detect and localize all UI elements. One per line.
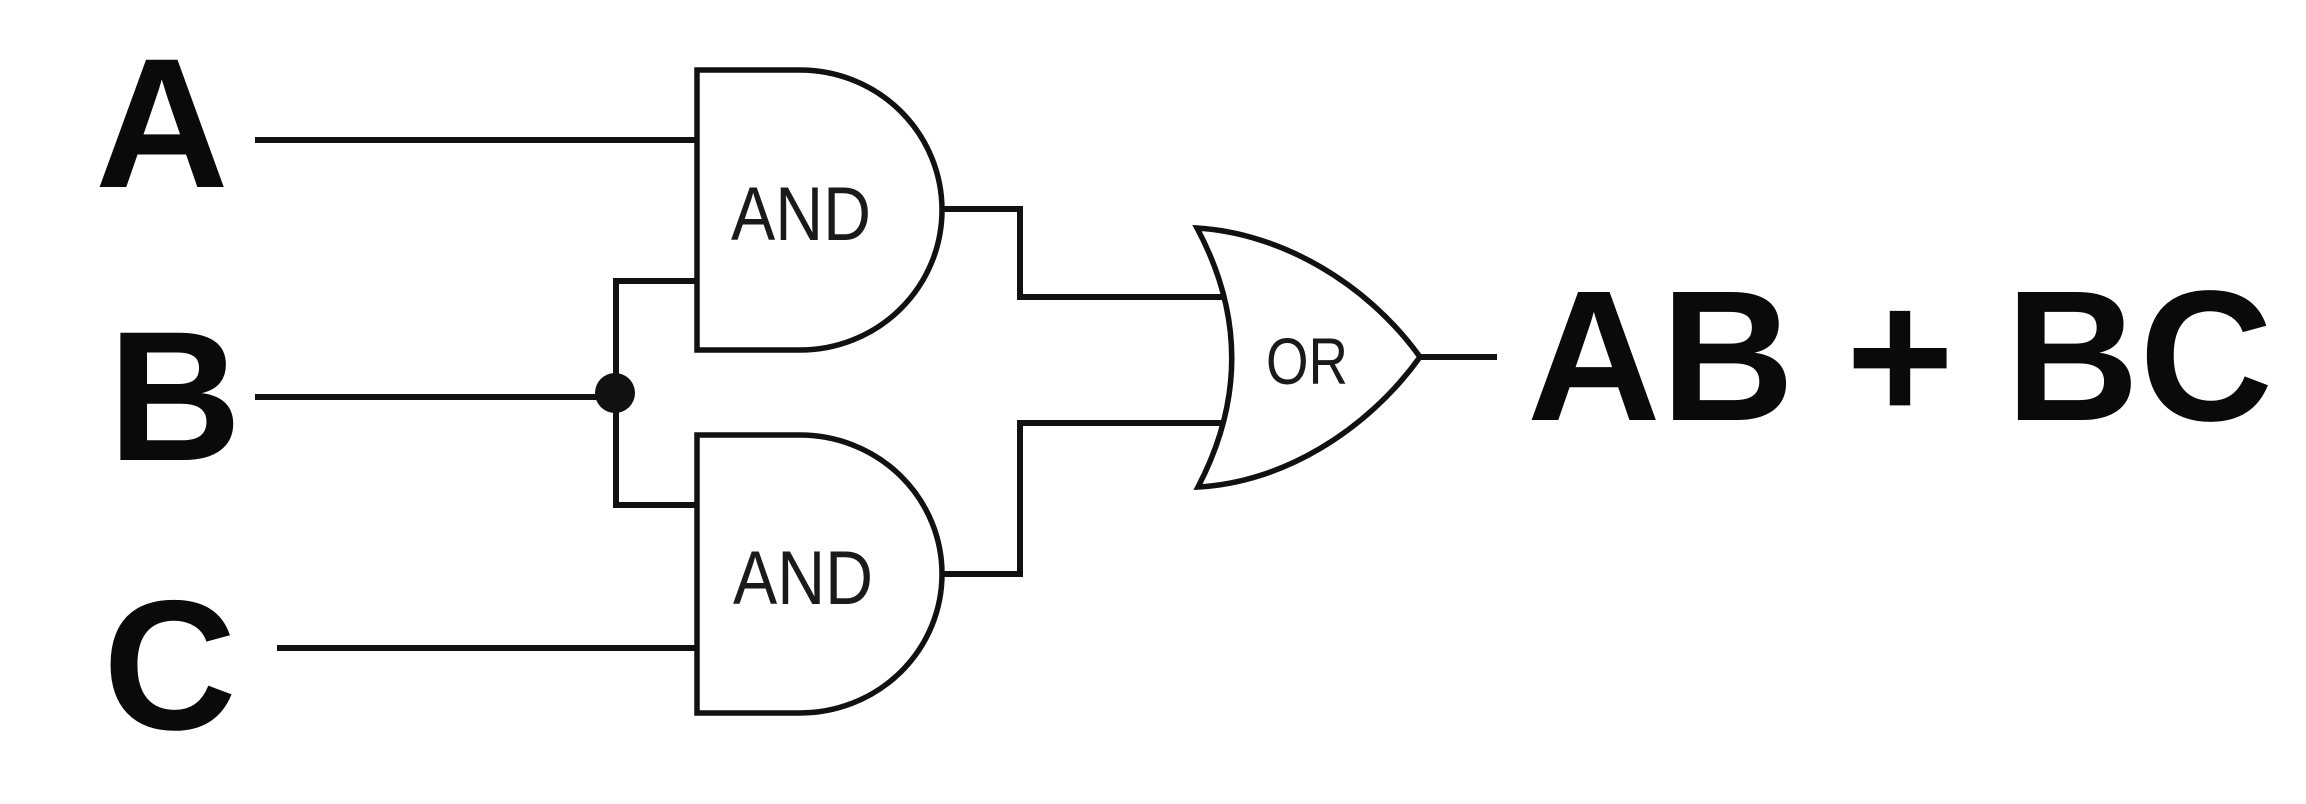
input-b-label: B — [108, 294, 242, 500]
junction-dot — [595, 373, 635, 413]
and-gate-bottom-label: AND — [733, 536, 873, 621]
and-gate-bottom-shape — [694, 432, 945, 716]
wire-b-branch-top — [613, 278, 699, 394]
wires — [255, 137, 1497, 651]
output-expression-label: AB + BC — [1527, 253, 2273, 460]
or-gate-shape — [1192, 224, 1424, 490]
and-gate-top-label: AND — [731, 172, 871, 257]
wire-and1-to-or — [940, 206, 1228, 300]
or-gate-label: OR — [1266, 324, 1348, 398]
input-c-label: C — [103, 563, 237, 769]
gates — [694, 67, 1424, 716]
wire-and2-to-or — [940, 420, 1228, 577]
input-a-label: A — [95, 21, 229, 227]
wire-b-branch-bottom — [613, 394, 699, 508]
and-gate-top-shape — [694, 67, 945, 353]
